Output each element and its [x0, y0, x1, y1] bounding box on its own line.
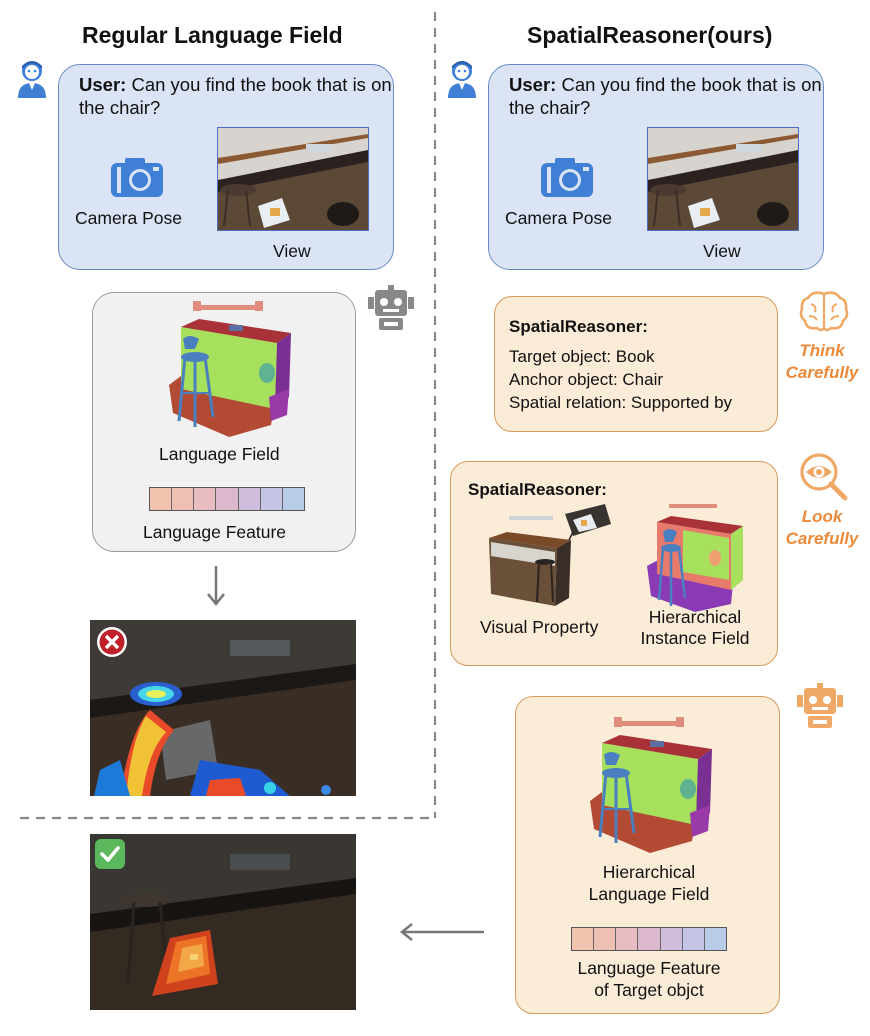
feature-cell	[704, 928, 726, 950]
down-arrow	[207, 566, 225, 607]
user-label: User:	[79, 74, 127, 95]
camera-icon	[111, 158, 163, 197]
camera-pose-label: Camera Pose	[75, 208, 182, 228]
hierarchical-language-field-box: Hierarchical Language Field Language Fea…	[515, 696, 780, 1014]
robot-icon	[368, 285, 414, 330]
reasoner-heading: SpatialReasoner:	[509, 317, 648, 336]
feature-label-line2: of Target objct	[594, 980, 704, 1000]
feature-cell	[594, 928, 617, 950]
look-tag-line1: Look	[801, 507, 843, 526]
field-label-line2: Language Field	[588, 884, 710, 904]
look-carefully-tag: Look Carefully	[780, 506, 864, 550]
feature-cell	[194, 488, 217, 510]
language-field-render	[169, 301, 291, 437]
left-panel-title: Regular Language Field	[82, 22, 343, 48]
success-check-icon	[95, 839, 125, 869]
query-text: User: Can you find the book that is on t…	[509, 73, 829, 119]
hierarchical-language-field-render	[590, 717, 712, 853]
language-feature-bar	[149, 487, 305, 511]
feature-cell	[616, 928, 639, 950]
feature-cell	[216, 488, 239, 510]
language-field-box: Language Field Language Feature	[92, 292, 356, 552]
user-label: User:	[509, 74, 557, 95]
view-image	[217, 127, 369, 231]
look-reasoning-box: SpatialReasoner: Visual Property Hierarc…	[450, 461, 778, 666]
view-label: View	[703, 241, 741, 261]
right-panel-title: SpatialReasoner(ours)	[527, 22, 773, 48]
feature-cell	[150, 488, 173, 510]
target-language-feature-label: Language Feature of Target objct	[556, 957, 742, 1001]
hierarchical-instance-field-render	[647, 504, 743, 612]
think-tag-line2: Carefully	[785, 363, 859, 382]
visual-property-label: Visual Property	[480, 617, 599, 637]
feature-cell	[638, 928, 661, 950]
camera-pose-label: Camera Pose	[505, 208, 612, 228]
view-label: View	[273, 241, 311, 261]
brain-icon	[799, 291, 849, 332]
left-arrow	[399, 923, 484, 941]
target-language-feature-bar	[571, 927, 727, 951]
field-label-line1: Hierarchical	[602, 862, 696, 882]
anchor-object-line: Anchor object: Chair	[509, 370, 664, 389]
spatial-relation-line: Spatial relation: Supported by	[509, 393, 733, 412]
success-result-image	[90, 834, 356, 1010]
camera-icon	[541, 158, 593, 197]
hierarchical-language-field-label: Hierarchical Language Field	[556, 861, 742, 905]
robot-icon	[797, 683, 843, 728]
feature-cell	[282, 488, 304, 510]
think-reasoning-box: SpatialReasoner: Target object: Book Anc…	[494, 296, 778, 432]
query-text: User: Can you find the book that is on t…	[79, 73, 399, 119]
feature-label-line1: Language Feature	[577, 958, 721, 978]
view-image	[647, 127, 799, 231]
left-query-box: User: Can you find the book that is on t…	[58, 64, 394, 270]
right-query-box: User: Can you find the book that is on t…	[488, 64, 824, 270]
user-icon	[448, 61, 476, 98]
feature-cell	[260, 488, 283, 510]
instance-label-line2: Instance Field	[640, 628, 750, 648]
language-feature-label: Language Feature	[143, 522, 287, 542]
feature-cell	[660, 928, 683, 950]
think-tag-line1: Think	[799, 341, 845, 360]
failed-result-image	[90, 620, 356, 796]
feature-cell	[682, 928, 705, 950]
instance-label-line1: Hierarchical	[648, 607, 742, 627]
visual-property-render	[489, 504, 611, 606]
feature-cell	[172, 488, 195, 510]
question-text: Can you find the book that is on the cha…	[509, 74, 822, 118]
question-text: Can you find the book that is on the cha…	[79, 74, 392, 118]
reasoner-heading: SpatialReasoner:	[468, 480, 607, 499]
feature-cell	[572, 928, 595, 950]
magnifier-eye-icon	[800, 453, 848, 501]
target-object-line: Target object: Book	[509, 347, 655, 366]
user-icon	[18, 61, 46, 98]
hierarchical-instance-field-label: Hierarchical Instance Field	[637, 607, 753, 649]
look-tag-line2: Carefully	[785, 529, 859, 548]
language-field-label: Language Field	[159, 444, 280, 464]
fail-cross-icon	[97, 627, 127, 657]
feature-cell	[238, 488, 261, 510]
think-carefully-tag: Think Carefully	[780, 340, 864, 384]
